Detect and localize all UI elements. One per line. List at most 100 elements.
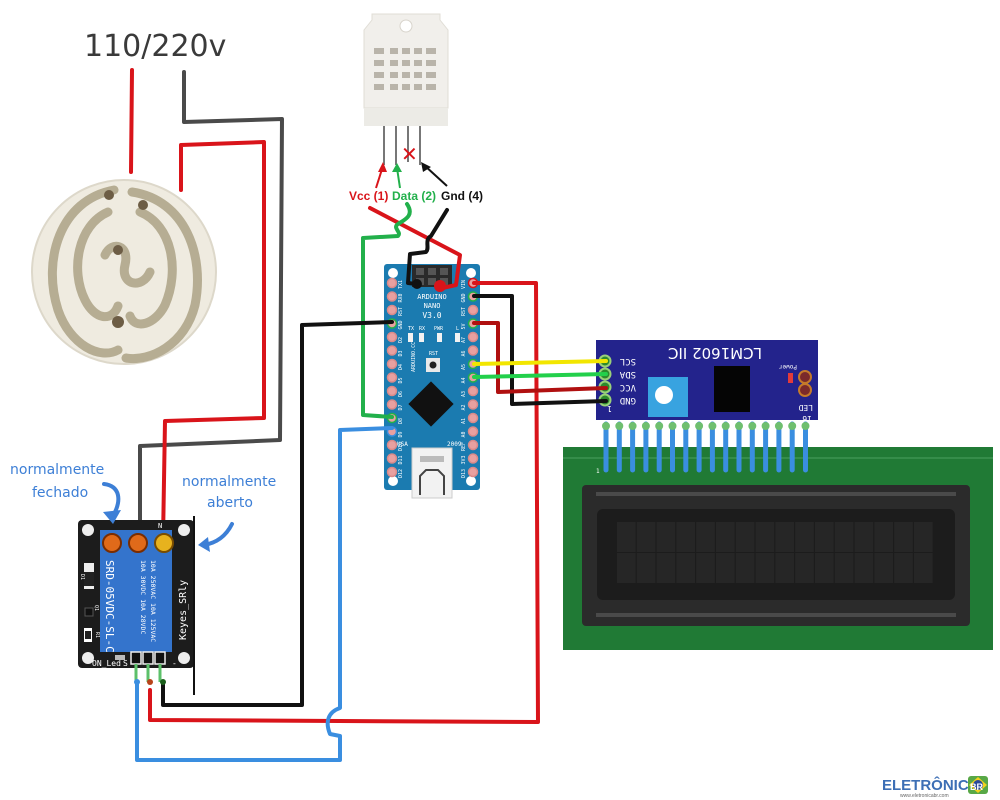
arduino-title-1: ARDUINO bbox=[417, 293, 447, 301]
arduino-pin-d3 bbox=[386, 345, 398, 356]
lcd-char-cell bbox=[795, 553, 814, 583]
lcd-header-pins bbox=[602, 421, 810, 473]
nc-annotation-line2: fechado bbox=[32, 485, 88, 501]
arduino-pin-label: D12 bbox=[398, 469, 404, 478]
lcd-header-pad bbox=[801, 422, 810, 430]
diode-label: D1 bbox=[79, 574, 85, 580]
arduino-pin-d10 bbox=[386, 439, 398, 451]
power-label: Power bbox=[779, 363, 797, 370]
arduino-pin-d5 bbox=[386, 372, 398, 383]
i2c-pin-vcc-label: VCC bbox=[620, 382, 636, 392]
arduino-pin-label: VIN bbox=[461, 280, 467, 289]
on-led-label: ON_Led bbox=[92, 659, 121, 668]
relay-no-marker: N bbox=[158, 522, 162, 530]
arduino-pin-d11 bbox=[386, 453, 398, 464]
arduino-leds: TX RX PWR L bbox=[408, 326, 460, 342]
arduino-pin-a0 bbox=[467, 426, 479, 437]
arduino-pin-label: A3 bbox=[461, 391, 467, 397]
sensor-vent-grid bbox=[374, 48, 436, 90]
arduino-pin-label: GND bbox=[461, 293, 467, 302]
lcd-header-pad bbox=[708, 422, 717, 430]
transistor-label: Q1 bbox=[93, 605, 99, 611]
arduino-pin-label: 3V3 bbox=[461, 455, 467, 464]
lcd-char-cell bbox=[795, 522, 814, 552]
arduino-pin-a1 bbox=[467, 412, 479, 424]
sensor-gnd-label: Gnd (4) bbox=[441, 189, 483, 203]
wire-sensor-data bbox=[361, 202, 412, 419]
arduino-pin-label: D8 bbox=[398, 418, 404, 424]
signal-pin-label: S bbox=[123, 659, 128, 668]
led-pwr-label: PWR bbox=[434, 326, 444, 332]
wire-relay-signal-to-d9 bbox=[135, 426, 394, 762]
lcd-char-cell bbox=[815, 522, 834, 552]
relay-input-header bbox=[130, 651, 166, 682]
arduino-pin-label: D10 bbox=[398, 442, 404, 451]
lcd-header-pad bbox=[695, 422, 704, 430]
lcd-header-pad bbox=[748, 422, 757, 430]
lcd-header-pad bbox=[655, 422, 664, 430]
no-annotation-line1: normalmente bbox=[182, 474, 276, 490]
arduino-pin-rst bbox=[467, 304, 479, 316]
arduino-title-3: V3.0 bbox=[422, 311, 441, 320]
wire-relay-gnd-to-arduino bbox=[161, 320, 394, 707]
i2c-pin-gnd-label: GND bbox=[620, 395, 636, 405]
lcd-char-cell bbox=[755, 553, 775, 583]
relay-control-wires bbox=[135, 320, 394, 762]
lcd-header-pad bbox=[761, 422, 770, 430]
lcd-char-cell bbox=[894, 553, 913, 583]
lcd-char-cell bbox=[735, 553, 755, 583]
arduino-pin-d2 bbox=[386, 331, 398, 343]
arduino-pin-label: D7 bbox=[398, 404, 404, 410]
lcd-char-cell bbox=[854, 522, 874, 552]
dht22-sensor: ✕ bbox=[363, 13, 449, 166]
arduino-pin-label: D3 bbox=[398, 350, 404, 356]
i2c-pin-sda-label: SDA bbox=[619, 369, 636, 379]
lcd-char-cell bbox=[874, 522, 893, 552]
supply-voltage-label: 110/220v bbox=[84, 29, 226, 64]
sensor-wires bbox=[361, 202, 462, 419]
lcd-char-cell bbox=[775, 522, 794, 552]
arduino-pin-label: D6 bbox=[398, 391, 404, 397]
lcd-char-cell bbox=[755, 522, 775, 552]
arduino-pin-label: RX0 bbox=[398, 293, 404, 302]
arduino-pin-label: D4 bbox=[398, 364, 404, 370]
arduino-pin-d4 bbox=[386, 358, 398, 370]
lcd-header-pad bbox=[641, 422, 650, 430]
i2c-pin-scl-label: SCL bbox=[620, 356, 636, 366]
arduino-pin-label: REF bbox=[461, 442, 467, 451]
usa-label: USA bbox=[397, 441, 408, 448]
wire-ac-neutral bbox=[138, 70, 284, 542]
arduino-pin-label: D5 bbox=[398, 377, 404, 383]
lcd-char-cell bbox=[874, 553, 893, 583]
sensor-pin-arrows bbox=[375, 162, 448, 189]
lcd-char-cell bbox=[914, 522, 933, 552]
led-l-label: L bbox=[456, 326, 459, 332]
arduino-pin-label: RST bbox=[461, 307, 467, 316]
arduino-pin-label: A7 bbox=[461, 337, 467, 343]
wire-ac-phase-to-heater bbox=[129, 68, 134, 174]
arduino-title-2: NANO bbox=[424, 302, 441, 310]
transistor-q1 bbox=[84, 607, 94, 617]
wire-sensor-gnd bbox=[406, 208, 449, 286]
i2c-lcd-backpack: LCM1602 IIC Power LED 1 16 SCL SDA VCC G… bbox=[596, 340, 818, 423]
lcd-1602: 1 bbox=[563, 447, 993, 650]
mini-usb-connector bbox=[411, 447, 453, 499]
lcd-header-pad bbox=[774, 422, 783, 430]
arduino-pin-d6 bbox=[386, 385, 398, 397]
watermark-url: www.eletronicabr.com bbox=[900, 793, 949, 799]
arduino-pin-label: 5V bbox=[461, 323, 467, 329]
terminal-com bbox=[128, 533, 148, 553]
arduino-pin-d13 bbox=[467, 466, 479, 478]
lcd-char-cell bbox=[716, 522, 735, 552]
arduino-pin-rx0 bbox=[386, 291, 398, 302]
arduino-pin-a6 bbox=[467, 345, 479, 356]
wire-gnd-to-lcd bbox=[472, 294, 608, 406]
arduino-pin-a3 bbox=[467, 385, 479, 397]
lcd-char-cell bbox=[656, 553, 676, 583]
arduino-pin-label: A2 bbox=[461, 404, 467, 410]
arduino-pin-label: A1 bbox=[461, 418, 467, 424]
i2c-chip bbox=[714, 366, 750, 412]
relay-model-text: SRD-05VDC-SL-C bbox=[103, 560, 116, 653]
